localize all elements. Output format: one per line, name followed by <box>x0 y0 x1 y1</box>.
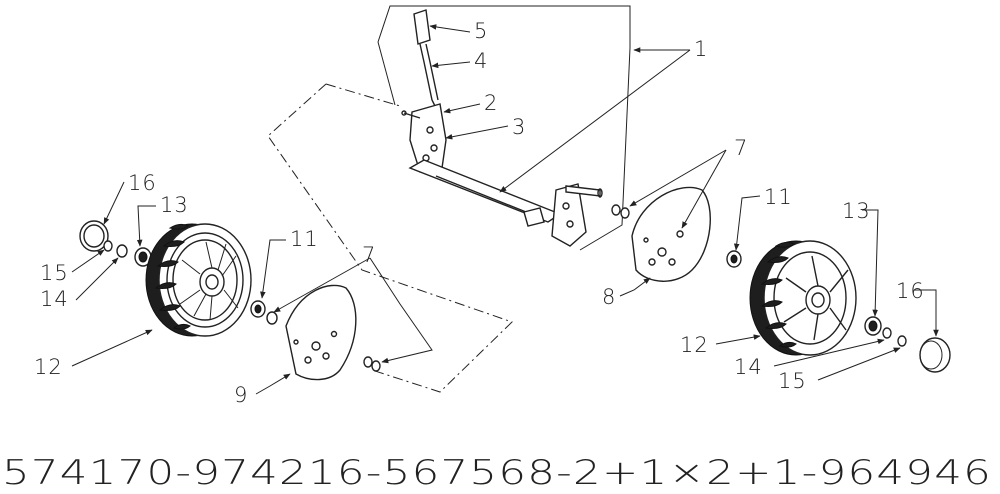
callout-16-left: 16 <box>128 171 157 195</box>
callout-13-left: 13 <box>160 193 189 217</box>
wheel-12-right <box>749 240 857 356</box>
callout-12-right: 12 <box>680 333 709 357</box>
callout-labels: 1 5 4 2 3 7 11 13 16 8 12 14 15 16 13 15… <box>34 19 925 407</box>
part-code-number: 574170-974216-567568-2+1×2+1-964946 <box>2 453 992 493</box>
bearing-13-left <box>134 247 152 267</box>
handle-axle-assembly <box>377 5 631 251</box>
callout-4: 4 <box>474 49 488 73</box>
callout-16-right: 16 <box>896 279 925 303</box>
wheel-plate-8 <box>631 186 711 282</box>
callout-11-left: 11 <box>290 227 319 251</box>
washer-14-left <box>116 244 128 258</box>
washer-7-right-a <box>611 204 621 216</box>
washer-14-right <box>882 327 892 339</box>
washer-7-left-c <box>371 360 381 372</box>
callout-9: 9 <box>234 383 248 407</box>
leader-lines <box>71 24 939 395</box>
bushing-11-right <box>726 250 742 268</box>
wheel-plate-9 <box>285 284 357 381</box>
callout-15-right: 15 <box>778 369 807 393</box>
washer-7-left-a <box>266 311 278 325</box>
bushing-11-left <box>250 300 266 318</box>
callout-7-left: 7 <box>362 243 376 267</box>
left-wheel-group <box>79 220 381 381</box>
callout-2: 2 <box>484 91 498 115</box>
assembly-boundary-line <box>267 83 513 393</box>
washer-7-right-b <box>620 207 630 219</box>
hub-cap-16-right <box>919 337 951 373</box>
callout-14-left: 14 <box>40 287 69 311</box>
callout-1: 1 <box>694 37 708 61</box>
right-wheel-group <box>611 186 951 373</box>
callout-8: 8 <box>602 285 616 309</box>
callout-11-right: 11 <box>764 185 793 209</box>
callout-13-right: 13 <box>842 199 871 223</box>
washer-7-left-b <box>363 356 373 368</box>
bearing-13-right <box>864 316 882 336</box>
callout-15-left: 15 <box>40 261 69 285</box>
callout-14-right: 14 <box>734 355 763 379</box>
callout-12-left: 12 <box>34 355 63 379</box>
hub-cap-ring-left <box>79 220 109 252</box>
washer-15-right <box>897 335 907 347</box>
callout-3: 3 <box>512 115 526 139</box>
washer-15-left <box>103 240 113 252</box>
callout-7-right: 7 <box>734 136 748 160</box>
wheel-12-left <box>145 223 252 337</box>
callout-5: 5 <box>474 19 488 43</box>
